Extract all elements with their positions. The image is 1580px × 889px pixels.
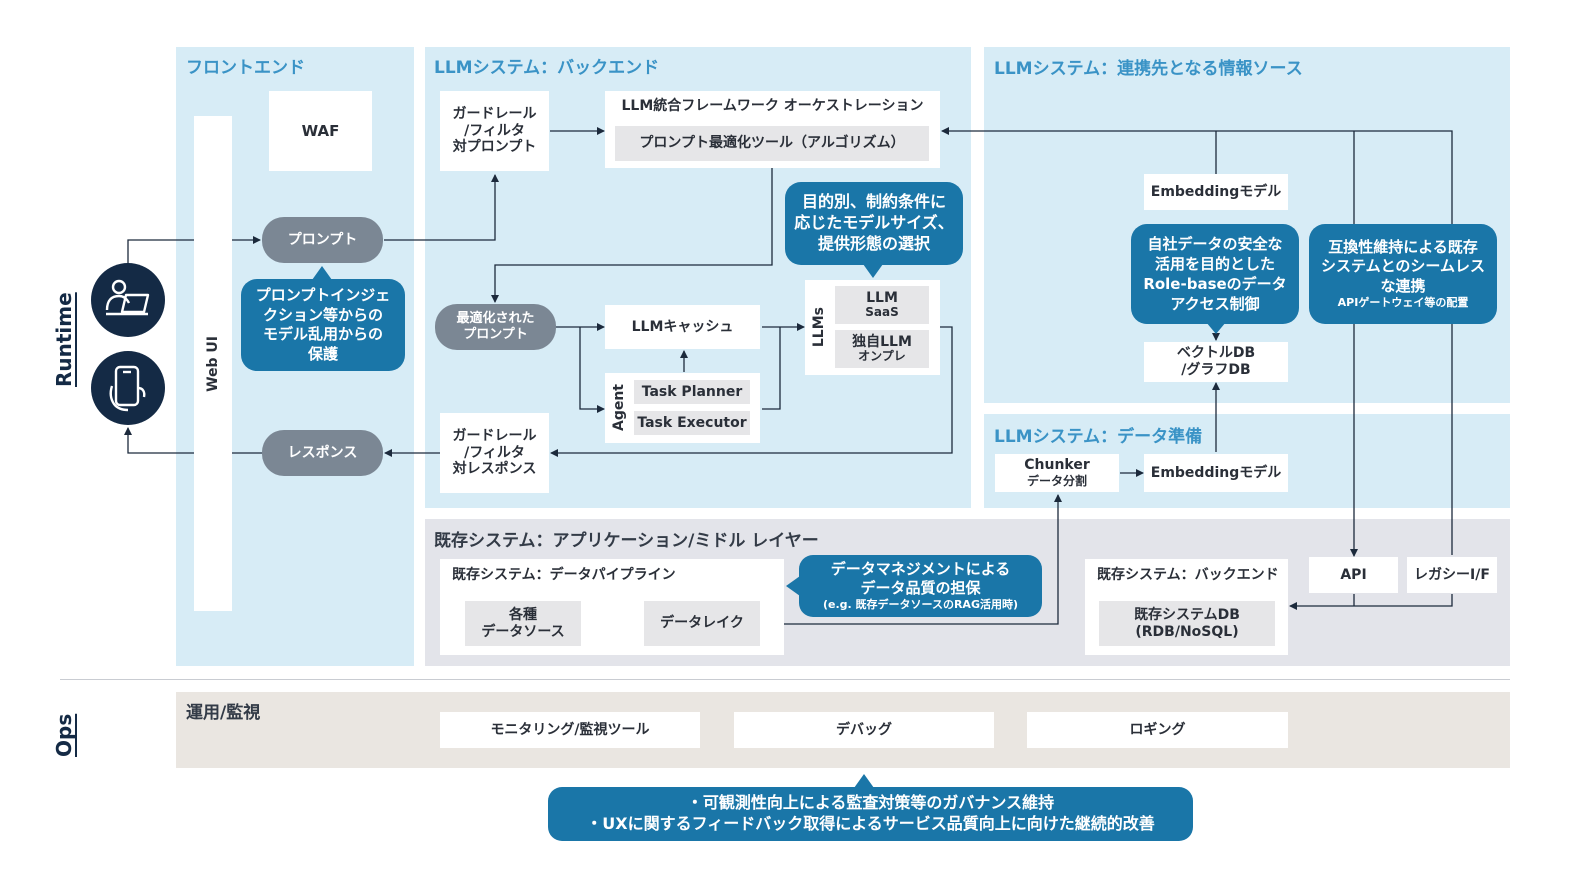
data-quality-callout-line: データ品質の担保 [860,579,981,598]
frontend-callout-line: プロンプトインジェ [255,286,391,304]
waf-box: WAF [269,91,372,171]
backend-callout-line: 提供形態の選択 [817,233,930,253]
llm-saas-box: LLM SaaS [835,286,929,324]
debug-box: デバッグ [734,712,994,748]
response-pill: レスポンス [262,430,383,476]
backend-callout: 目的別、制約条件に 応じたモデルサイズ、 提供形態の選択 [785,182,963,265]
llm-cache-box: LLMキャッシュ [605,305,760,349]
data-access-callout-line: 活用を目的とした [1154,254,1275,273]
orchestration-title: LLM統合フレームワーク オーケストレーション [621,98,924,114]
llm-onprem-line: オンプレ [858,349,906,364]
data-access-callout: 自社データの安全な 活用を目的とした Role-baseのデータ アクセス制御 [1131,224,1299,324]
ops-callout-pointer [854,774,874,788]
integration-callout: 互換性維持による既存 システムとのシームレス な連携 APIゲートウェイ等の配置 [1309,224,1497,324]
data-sources-box: 各種 データソース [465,601,581,646]
frontend-callout: プロンプトインジェ クション等からの モデル乱用からの 保護 [241,279,405,371]
llm-onprem-box: 独自LLM オンプレ [835,330,929,368]
frontend-callout-pointer [312,266,332,280]
guardrail-prompt-box: ガードレール /フィルタ 対プロンプト [440,91,549,171]
ops-callout: ・可観測性向上による監査対策等のガバナンス維持 ・UXに関するフィードバック取得… [548,787,1193,841]
user-pc-circle [91,263,165,337]
chunker-label: Chunker [1024,457,1090,474]
existing-callout-pointer [786,576,800,596]
ops-callout-line: ・可観測性向上による監査対策等のガバナンス維持 [686,793,1055,813]
llms-label: LLMs [811,307,827,348]
section-divider [60,679,1510,680]
prep-embedding-box: Embeddingモデル [1144,454,1288,492]
vector-db-box: ベクトルDB /グラフDB [1144,342,1288,382]
frontend-callout-line: クション等からの [262,305,383,324]
api-box: API [1309,557,1398,593]
prompt-optimizer-box: プロンプト最適化ツール（アルゴリズム） [615,126,929,161]
integration-callout-line: システムとのシームレス [1321,257,1485,276]
frontend-callout-line: モデル乱用からの [262,325,383,343]
guardrail-response-line: ガードレール [452,427,537,444]
data-access-callout-line: 自社データの安全な [1147,234,1283,253]
sources-title: LLMシステム：連携先となる情報ソース [994,59,1303,79]
task-executor-box: Task Executor [634,411,750,435]
legacy-if-box: レガシーI/F [1407,557,1497,593]
integration-callout-line: な連携 [1380,276,1426,295]
monitoring-box: モニタリング/監視ツール [440,712,700,748]
vector-db-line: ベクトルDB [1176,345,1256,362]
guardrail-response-box: ガードレール /フィルタ 対レスポンス [440,413,549,493]
user-smartphone-icon [109,365,146,412]
agent-label: Agent [611,384,627,432]
data-quality-callout-line: データマネジメントによる [830,560,1011,579]
logging-box: ロギング [1027,712,1288,748]
chunker-box: Chunker データ分割 [995,454,1119,492]
data-callout-pointer [1206,322,1226,334]
data-lake-box: データレイク [644,601,760,646]
existing-backend-title: 既存システム：バックエンド [1097,567,1279,583]
data-access-callout-line: Role-baseのデータ [1143,275,1287,293]
guardrail-prompt-line: /フィルタ [464,122,525,139]
existing-title: 既存システム：アプリケーション/ミドル レイヤー [434,531,819,551]
user-laptop-icon [105,279,150,316]
frontend-callout-line: 保護 [307,344,338,363]
data-sources-line: データソース [481,623,565,640]
existing-db-line: (RDB/NoSQL) [1135,623,1239,640]
prompt-pill: プロンプト [262,217,383,263]
guardrail-prompt-line: 対プロンプト [452,139,537,156]
backend-callout-line: 応じたモデルサイズ、 [794,213,954,233]
user-mobile-circle [91,351,165,425]
backend-title: LLMシステム：バックエンド [434,58,660,78]
webui-label: Web UI [204,335,221,392]
optimized-prompt-line: プロンプト [463,327,528,342]
task-planner-box: Task Planner [634,380,750,404]
ops-title: 運用/監視 [186,703,261,723]
backend-callout-pointer [863,264,883,278]
webui-box: Web UI [194,116,232,611]
data-access-callout-line: アクセス制御 [1170,295,1260,314]
guardrail-response-line: 対レスポンス [452,461,537,478]
integration-callout-sub: APIゲートウェイ等の配置 [1337,296,1469,310]
frontend-title: フロントエンド [186,58,305,78]
data-pipeline-title: 既存システム：データパイプライン [452,567,676,583]
guardrail-response-line: /フィルタ [464,444,525,461]
chunker-sub: データ分割 [1026,474,1087,489]
embedding-model-box: Embeddingモデル [1144,174,1288,210]
ops-callout-line: ・UXに関するフィードバック取得によるサービス品質向上に向けた継続的改善 [586,814,1155,833]
llm-saas-line: SaaS [865,305,899,320]
vector-db-line: /グラフDB [1181,362,1251,378]
guardrail-prompt-line: ガードレール [452,105,537,122]
backend-callout-line: 目的別、制約条件に [801,192,946,212]
llm-onprem-line: 独自LLM [852,334,912,351]
llm-saas-line: LLM [866,290,898,307]
optimized-prompt-pill: 最適化された プロンプト [435,304,556,350]
optimized-prompt-line: 最適化された [456,311,535,327]
data-quality-callout: データマネジメントによる データ品質の担保 (e.g. 既存データソースのRAG… [799,555,1042,617]
existing-db-box: 既存システムDB (RDB/NoSQL) [1099,601,1275,646]
prep-title: LLMシステム：データ準備 [994,427,1203,447]
existing-db-line: 既存システムDB [1134,607,1240,624]
integration-callout-line: 互換性維持による既存 [1328,237,1478,256]
data-quality-callout-sub: (e.g. 既存データソースのRAG活用時) [822,597,1019,611]
data-sources-line: 各種 [509,607,537,624]
